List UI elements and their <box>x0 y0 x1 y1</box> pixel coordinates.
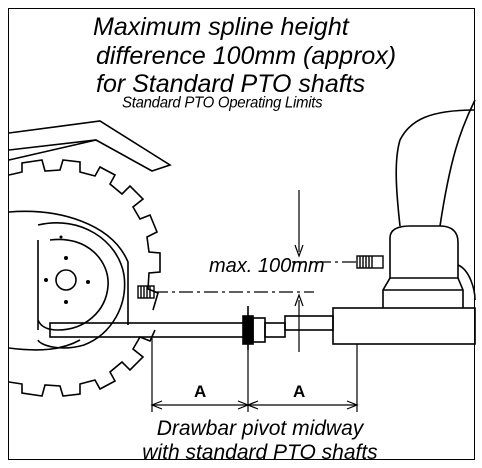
caption-line-2: with standard PTO shafts <box>142 441 378 464</box>
tractor-pto-stub <box>137 285 155 299</box>
caption-line-1: Drawbar pivot midway <box>156 417 364 440</box>
tractor-fender <box>8 120 172 172</box>
implement-drawbar <box>264 307 476 345</box>
dimension-label-right: A <box>293 382 306 401</box>
title-line-1: Maximum spline height <box>93 13 349 41</box>
diagram-subtitle: Standard PTO Operating Limits <box>122 94 323 112</box>
implement-gearbox <box>382 99 476 308</box>
title-line-2: difference 100mm (approx) <box>96 42 397 70</box>
pto-centre-lines <box>154 261 356 293</box>
dimension-lines <box>150 338 359 412</box>
max-height-label: max. 100mm <box>209 255 325 277</box>
diagram-frame <box>8 8 475 460</box>
dimension-label-left: A <box>194 382 207 401</box>
title-line-3: for Standard PTO shafts <box>96 70 366 98</box>
height-arrows <box>294 190 304 352</box>
wheel-hub-bolts <box>44 235 90 304</box>
tractor-drawbar <box>49 306 266 350</box>
implement-pto-stub <box>356 255 384 269</box>
tractor-wheel <box>8 159 161 397</box>
